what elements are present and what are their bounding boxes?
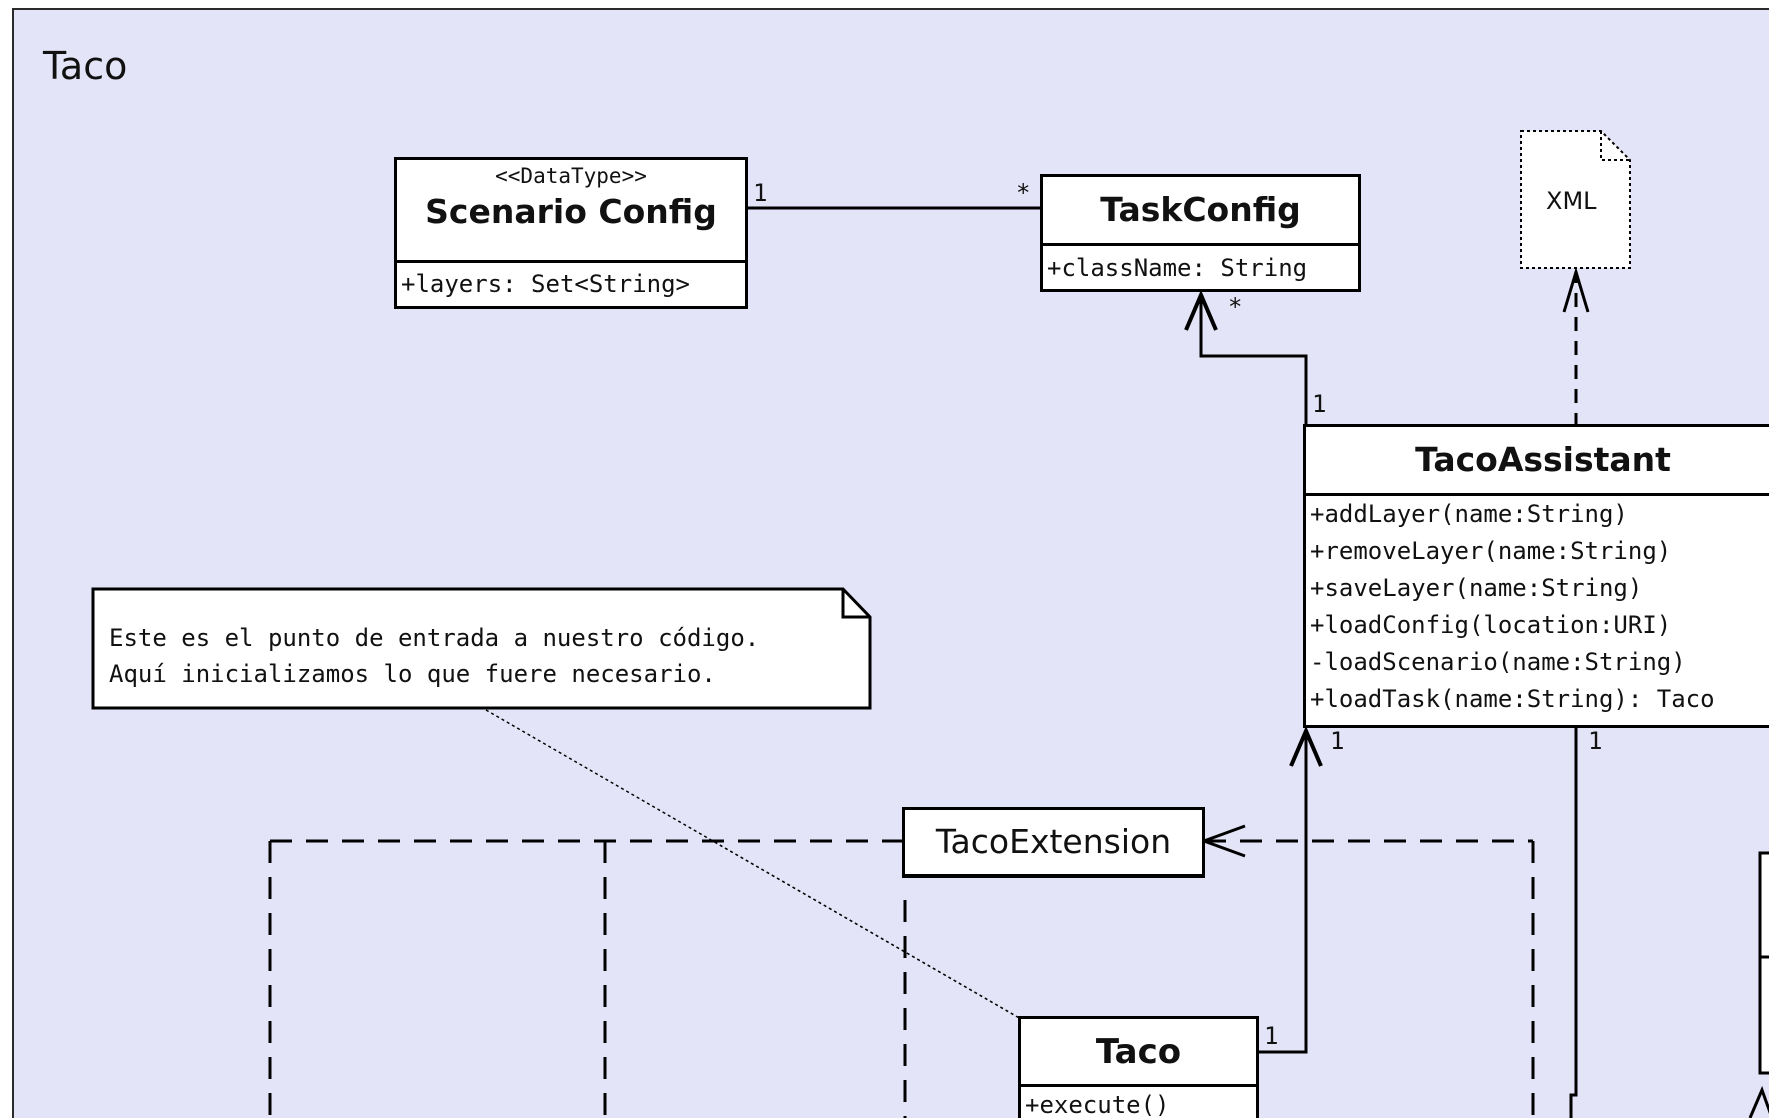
assistant-bottom-association [1569, 725, 1578, 1118]
scenario-config-stereotype: <<DataType>> [495, 164, 647, 188]
multiplicity-label: 1 [1588, 727, 1603, 755]
taco-assistant-operation: +addLayer(name:String) [1310, 500, 1628, 528]
note-anchor-line [485, 709, 1022, 1020]
taco-assistant-operation: -loadScenario(name:String) [1310, 648, 1686, 676]
association-taco-assistant [1256, 731, 1308, 1054]
xml-artifact-shape [1520, 130, 1631, 269]
note-line: Este es el punto de entrada a nuestro có… [109, 624, 760, 652]
multiplicity-label: * [1228, 293, 1243, 321]
task-arrowhead [1184, 289, 1218, 331]
class-task-config[interactable]: TaskConfig +className: String [1040, 174, 1361, 292]
taco-assistant-operation: +loadTask(name:String): Taco [1310, 685, 1715, 713]
right-edge-box [1758, 851, 1769, 1075]
taco-assistant-operation: +removeLayer(name:String) [1310, 537, 1672, 565]
class-taco-extension[interactable]: TacoExtension [902, 807, 1205, 878]
class-scenario-config[interactable]: <<DataType>> Scenario Config +layers: Se… [394, 157, 748, 309]
multiplicity-label: 1 [1312, 390, 1327, 418]
note-line: Aquí inicializamos lo que fuere necesari… [109, 660, 716, 688]
multiplicity-label: 1 [1264, 1022, 1279, 1050]
assistant-arrowhead [1289, 725, 1323, 767]
taco-assistant-operation: +loadConfig(location:URI) [1310, 611, 1672, 639]
association-task-assistant [1199, 295, 1308, 427]
multiplicity-label: * [1016, 179, 1031, 207]
scenario-config-attribute: +layers: Set<String> [401, 270, 690, 298]
multiplicity-label: 1 [753, 179, 768, 207]
note-fold [841, 589, 870, 619]
taco-assistant-name: TacoAssistant [1415, 440, 1671, 479]
xml-arrowhead [1562, 266, 1590, 313]
multiplicity-label: 1 [1330, 727, 1345, 755]
xml-artifact-label: XML [1546, 187, 1597, 215]
task-config-attribute: +className: String [1047, 254, 1308, 282]
note-shape [91, 587, 872, 710]
class-taco[interactable]: Taco +execute() [1018, 1016, 1259, 1118]
taco-name: Taco [1095, 1032, 1182, 1072]
taco-assistant-operation: +saveLayer(name:String) [1310, 574, 1643, 602]
scenario-config-name: Scenario Config [425, 192, 717, 231]
xml-artifact-fold [1600, 131, 1630, 161]
taco-extension-name: TacoExtension [935, 822, 1172, 861]
taco-operation: +execute() [1025, 1091, 1170, 1118]
class-taco-assistant[interactable]: TacoAssistant +addLayer(name:String) +re… [1303, 424, 1769, 728]
right-edge-arrowhead [1748, 1085, 1769, 1118]
package-title: Taco [43, 44, 128, 88]
task-config-name: TaskConfig [1100, 190, 1301, 229]
